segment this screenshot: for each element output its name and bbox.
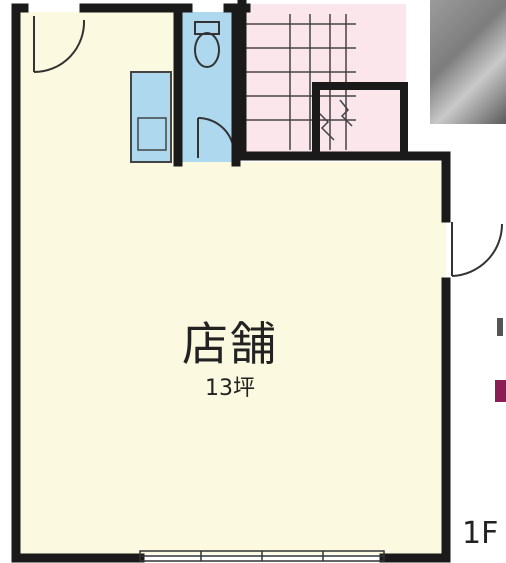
edge-mark (497, 318, 503, 336)
room-area: 13坪 (205, 376, 255, 401)
side-door (451, 222, 503, 277)
toilet-room (180, 12, 234, 162)
edge-mark-colored (495, 380, 506, 402)
toilet-icon (194, 21, 220, 68)
outer-walls (11, 0, 451, 563)
entry-door (33, 16, 86, 73)
stairs-area (238, 4, 406, 154)
sink-basin (137, 117, 167, 151)
stairs-treads (246, 14, 356, 150)
floor-label: 1F (462, 516, 499, 551)
front-window (139, 550, 385, 562)
store-floor (20, 12, 446, 554)
neighbor-photo (430, 0, 506, 124)
room-name: 店舗 (182, 317, 278, 371)
stair-inner-wall (312, 82, 408, 154)
